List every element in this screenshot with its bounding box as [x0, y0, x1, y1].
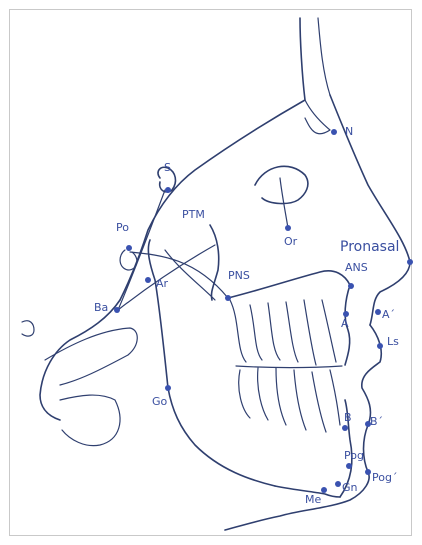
vertebra-axis: [60, 395, 120, 446]
coronoid: [165, 250, 215, 300]
lower-teeth: [239, 368, 340, 432]
cranial-base-outline: [120, 18, 305, 300]
point-Pronasal: [407, 259, 413, 265]
point-Pog-soft: [365, 469, 371, 475]
point-ANS: [348, 283, 354, 289]
nasal-bone: [305, 100, 330, 134]
point-N: [331, 129, 337, 135]
label-Po: Po: [116, 222, 129, 233]
label-Or: Or: [284, 236, 297, 247]
point-Me: [321, 487, 327, 493]
point-Ls: [377, 343, 383, 349]
label-Pog-soft: Pog´: [372, 472, 397, 483]
point-Ba: [114, 307, 120, 313]
occipital: [40, 300, 120, 420]
nasal-profile: [330, 95, 410, 325]
label-Pronasal: Pronasal: [340, 240, 399, 254]
ptm-fissure: [210, 225, 219, 300]
point-Po: [126, 245, 132, 251]
point-A-soft: [375, 309, 381, 315]
label-PTM: PTM: [182, 209, 205, 220]
vertebra-atlas: [45, 328, 137, 385]
label-A-soft: A´: [382, 309, 395, 320]
label-A: A: [341, 318, 349, 329]
point-S: [165, 187, 171, 193]
ear-mark: [22, 321, 34, 336]
label-Go: Go: [152, 396, 167, 407]
point-Gn: [335, 481, 341, 487]
label-B-soft: B´: [370, 416, 383, 427]
upper-teeth: [230, 300, 336, 365]
occlusal-line: [236, 366, 342, 368]
label-B: B: [344, 412, 352, 423]
label-Ar: Ar: [156, 278, 168, 289]
orbit-roof: [318, 18, 330, 95]
point-Go: [165, 385, 171, 391]
frankfort-line: [130, 252, 228, 298]
point-Ar: [145, 277, 151, 283]
point-PNS: [225, 295, 231, 301]
label-ANS: ANS: [345, 262, 368, 273]
label-N: N: [345, 126, 353, 137]
label-Ls: Ls: [387, 336, 399, 347]
point-B: [342, 425, 348, 431]
label-Pog: Pog: [344, 450, 364, 461]
label-Gn: Gn: [342, 482, 358, 493]
label-S: S: [164, 162, 171, 173]
point-Or: [285, 225, 291, 231]
point-Pog: [346, 463, 352, 469]
label-Me: Me: [305, 494, 321, 505]
label-PNS: PNS: [228, 270, 250, 281]
label-Ba: Ba: [94, 302, 108, 313]
